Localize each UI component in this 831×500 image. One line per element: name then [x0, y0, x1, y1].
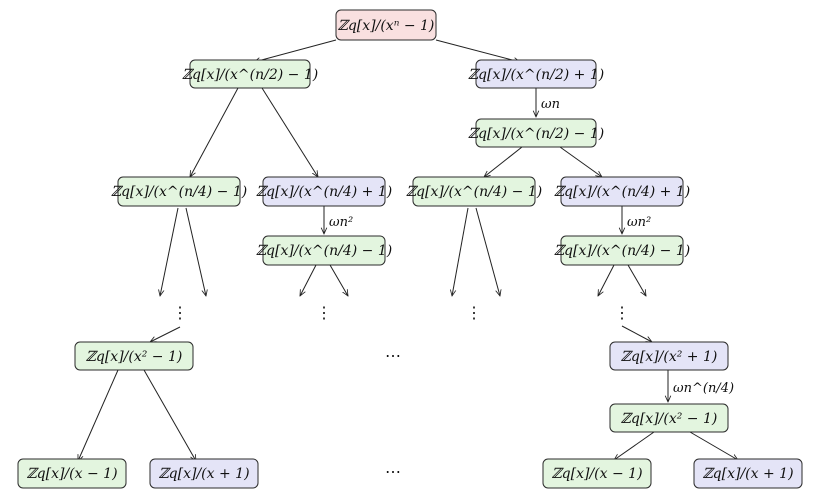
vertical-ellipsis-4: ⋮: [614, 303, 630, 322]
node-r1t: ℤq[x]/(x^(n/2) − 1): [468, 118, 604, 148]
edge-e-g1: [77, 369, 119, 461]
node-d: ℤq[x]/(x^(n/4) + 1): [554, 176, 690, 207]
node-label: ℤq[x]/(x² + 1): [621, 349, 718, 365]
ellipses: ⋮ ⋮ ⋮ ⋮ ⋯ ⋯: [172, 303, 630, 481]
edge-l1-b: [261, 87, 318, 177]
edge-root-r1: [435, 39, 520, 62]
edge-ft-h1: [614, 431, 655, 460]
edge-dots-f: [621, 325, 652, 342]
edge-a-down-2: [185, 207, 206, 296]
node-g2: ℤq[x]/(x + 1): [149, 458, 259, 489]
node-e: ℤq[x]/(x² − 1): [74, 341, 194, 371]
node-label: ℤq[x]/(x + 1): [158, 466, 249, 482]
edge-dt-down-1: [598, 264, 615, 296]
node-root: ℤq[x]/(xⁿ − 1): [335, 9, 437, 41]
node-h2: ℤq[x]/(x + 1): [693, 458, 803, 489]
horizontal-ellipsis-2: ⋯: [385, 462, 401, 481]
node-ft: ℤq[x]/(x² − 1): [609, 403, 729, 433]
node-b: ℤq[x]/(x^(n/4) + 1): [256, 176, 392, 207]
node-bt: ℤq[x]/(x^(n/4) − 1): [256, 235, 392, 266]
edge-bt-down-2: [329, 264, 348, 296]
edge-c-down-2: [475, 207, 500, 296]
node-a: ℤq[x]/(x^(n/4) − 1): [111, 176, 247, 207]
edge-root-l1: [254, 39, 337, 62]
node-r1: ℤq[x]/(x^(n/2) + 1): [468, 59, 604, 89]
vertical-ellipsis-2: ⋮: [316, 303, 332, 322]
twiddle-label-1: ωn: [541, 97, 560, 112]
twiddle-labels: ωn ωn² ωn² ωn^(n/4): [329, 97, 734, 396]
edge-r1t-c: [484, 146, 523, 177]
twiddle-label-4: ωn^(n/4): [673, 381, 734, 396]
node-label: ℤq[x]/(x − 1): [551, 466, 642, 482]
twiddle-label-2: ωn²: [329, 215, 353, 230]
vertical-ellipsis-3: ⋮: [466, 303, 482, 322]
edge-bt-down-1: [300, 264, 317, 296]
node-label: ℤq[x]/(x^(n/4) + 1): [554, 184, 690, 200]
horizontal-ellipsis-1: ⋯: [385, 346, 401, 365]
edge-ft-h2: [689, 431, 738, 460]
node-label: ℤq[x]/(x^(n/4) − 1): [406, 184, 542, 200]
node-l1: ℤq[x]/(x^(n/2) − 1): [182, 59, 318, 89]
node-label: ℤq[x]/(x + 1): [702, 466, 793, 482]
node-label: ℤq[x]/(x² − 1): [621, 411, 718, 427]
node-label: ℤq[x]/(x^(n/4) − 1): [256, 243, 392, 259]
node-f: ℤq[x]/(x² + 1): [609, 341, 729, 371]
edge-l1-a: [190, 87, 239, 177]
node-label: ℤq[x]/(x^(n/4) + 1): [256, 184, 392, 200]
node-dt: ℤq[x]/(x^(n/4) − 1): [554, 235, 690, 266]
edge-dt-down-2: [627, 264, 646, 296]
edge-a-down-1: [160, 207, 179, 296]
edge-r1t-d: [559, 146, 602, 177]
node-label: ℤq[x]/(xⁿ − 1): [338, 18, 435, 34]
node-label: ℤq[x]/(x − 1): [26, 466, 117, 482]
node-label: ℤq[x]/(x^(n/2) − 1): [182, 67, 318, 83]
node-label: ℤq[x]/(x^(n/2) − 1): [468, 126, 604, 142]
node-label: ℤq[x]/(x^(n/4) − 1): [554, 243, 690, 259]
node-label: ℤq[x]/(x^(n/4) − 1): [111, 184, 247, 200]
node-h1: ℤq[x]/(x − 1): [542, 458, 652, 489]
edges: [77, 39, 738, 461]
edge-c-down-1: [452, 207, 469, 296]
edge-e-g2: [143, 369, 196, 461]
node-label: ℤq[x]/(x^(n/2) + 1): [468, 67, 604, 83]
vertical-ellipsis-1: ⋮: [172, 303, 188, 322]
node-label: ℤq[x]/(x² − 1): [86, 349, 183, 365]
node-g1: ℤq[x]/(x − 1): [17, 458, 127, 489]
node-c: ℤq[x]/(x^(n/4) − 1): [406, 176, 542, 207]
nodes: ℤq[x]/(xⁿ − 1) ℤq[x]/(x^(n/2) − 1) ℤq[x]…: [17, 9, 803, 489]
twiddle-label-3: ωn²: [627, 215, 651, 230]
edge-dots-e: [150, 326, 181, 342]
